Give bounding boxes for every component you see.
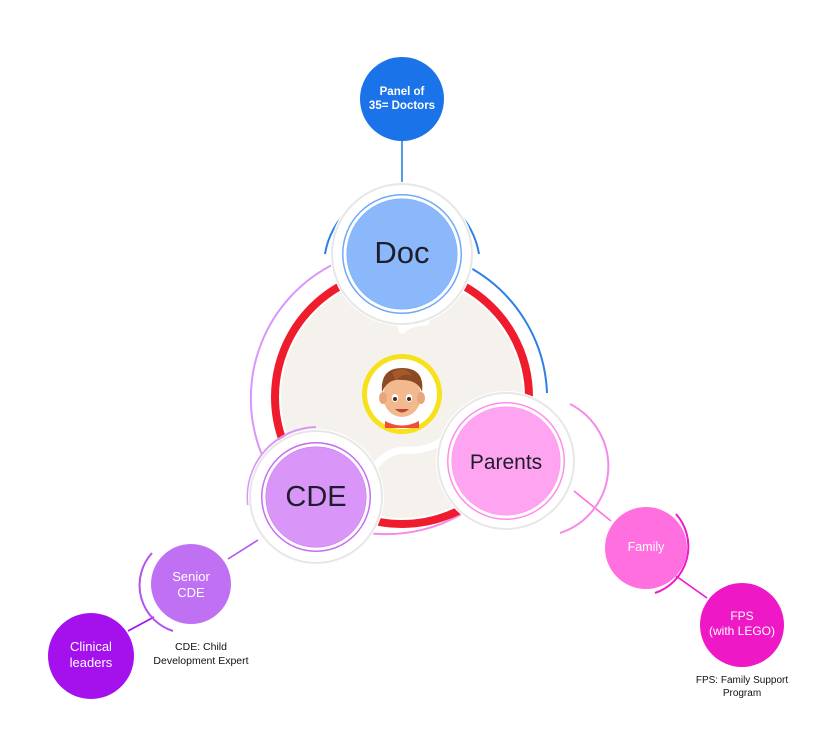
clinical-leaders-label-line1: Clinical (70, 639, 112, 654)
connector-parents-family (573, 490, 612, 522)
cde-note-line1: CDE: Child (175, 641, 227, 653)
senior-halo-arc (138, 552, 174, 632)
parents-halo-arc (559, 403, 610, 534)
connector-family-fps (675, 575, 708, 599)
family-node[interactable] (605, 507, 687, 589)
panel-label-line1: Panel of (379, 86, 425, 98)
fps-label-line1: FPS (730, 609, 754, 623)
fps-note: FPS: Family Support Program (680, 674, 804, 700)
clinical-leaders-label-line2: leaders (69, 655, 113, 671)
senior-cde-label-line2: CDE (177, 585, 205, 601)
connector-cde-senior (227, 539, 259, 560)
fps-label: FPS (with LEGO) (700, 609, 784, 639)
clinical-leaders-label: Clinical leaders (48, 639, 134, 672)
family-halo-arc (654, 513, 690, 594)
doc-node[interactable] (324, 182, 480, 326)
cde-node[interactable] (246, 426, 384, 565)
cde-outer-arc (249, 262, 337, 456)
family-label: Family (627, 540, 665, 554)
fps-node[interactable] (700, 583, 784, 667)
cde-note-line2: Development Expert (153, 654, 249, 667)
connector-senior-clinical (127, 616, 155, 632)
senior-cde-node[interactable] (151, 544, 231, 624)
doc-outer-arc (466, 265, 548, 394)
doc-label: Doc (374, 235, 430, 270)
senior-cde-label: Senior CDE (151, 569, 231, 602)
child-face-icon (379, 368, 425, 428)
panel-node[interactable] (360, 57, 444, 141)
cde-halo-arc (246, 426, 317, 506)
senior-cde-label-line1: Senior (172, 569, 210, 584)
clinical-leaders-node[interactable] (48, 613, 134, 699)
fps-note-line1: FPS: Family Support (695, 675, 789, 686)
parents-outer-arc (367, 509, 469, 536)
panel-label-line2: 35= Doctors (368, 100, 436, 113)
fps-label-line2: (with LEGO) (708, 624, 775, 638)
parents-node[interactable] (436, 391, 610, 534)
panel-label: Panel of 35= Doctors (360, 85, 444, 114)
child-avatar (362, 354, 442, 434)
cde-note: CDE: Child Development Expert (140, 641, 262, 668)
cde-label: CDE (285, 481, 347, 513)
parents-label: Parents (469, 451, 543, 474)
fps-note-line2: Program (722, 688, 762, 699)
